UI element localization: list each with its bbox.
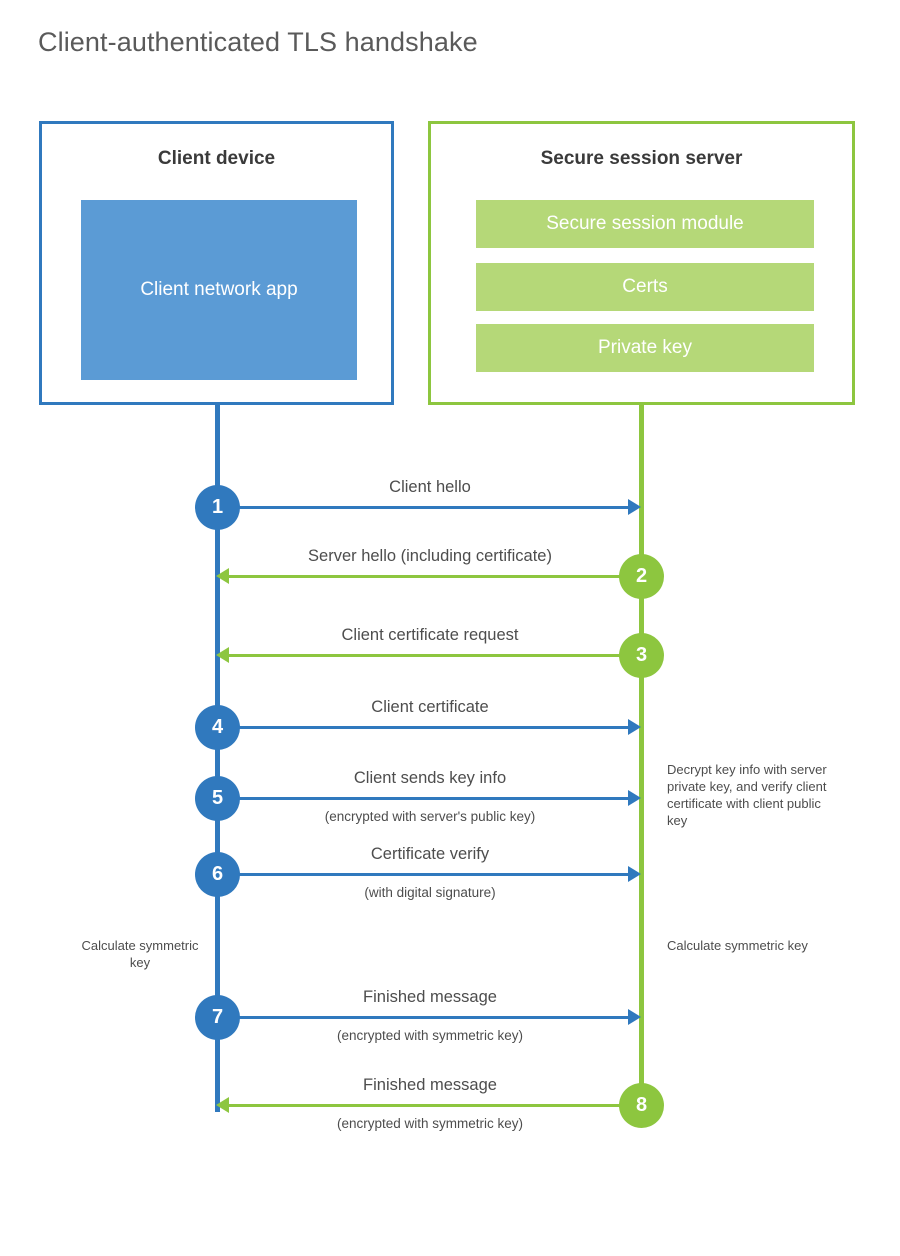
- client-network-app-block: Client network app: [81, 200, 357, 380]
- step-circle-4[interactable]: 4: [195, 705, 240, 750]
- step-circle-8[interactable]: 8: [619, 1083, 664, 1128]
- arrow-head-3: [216, 647, 229, 663]
- arrow-head-8: [216, 1097, 229, 1113]
- arrow-line-5: [217, 797, 630, 800]
- arrow-line-7: [217, 1016, 630, 1019]
- arrow-sublabel-5: (encrypted with server's public key): [324, 809, 536, 824]
- note-calculate-symmetric-key-server: Calculate symmetric key: [667, 938, 808, 953]
- arrow-head-7: [628, 1009, 641, 1025]
- arrow-sublabel-6: (with digital signature): [364, 885, 496, 900]
- step-circle-7[interactable]: 7: [195, 995, 240, 1040]
- secure-session-server-title: Secure session server: [540, 148, 743, 169]
- arrow-label-6: Certificate verify: [370, 845, 490, 863]
- arrow-head-2: [216, 568, 229, 584]
- arrow-label-7: Finished message: [363, 988, 497, 1006]
- arrow-line-6: [217, 873, 630, 876]
- client-device-panel: Client device Client network app: [39, 121, 394, 405]
- arrow-sublabel-8: (encrypted with symmetric key): [336, 1116, 524, 1131]
- server-block-secure-session-module: Secure session module: [476, 200, 814, 248]
- arrow-line-8: [225, 1104, 641, 1107]
- arrow-sublabel-7: (encrypted with symmetric key): [336, 1028, 524, 1043]
- arrow-label-8: Finished message: [363, 1076, 497, 1094]
- step-circle-1[interactable]: 1: [195, 485, 240, 530]
- step-circle-3[interactable]: 3: [619, 633, 664, 678]
- step-circle-5[interactable]: 5: [195, 776, 240, 821]
- page-title: Client-authenticated TLS handshake: [38, 27, 478, 57]
- arrow-line-4: [217, 726, 630, 729]
- arrow-line-3: [225, 654, 641, 657]
- arrow-line-1: [217, 506, 630, 509]
- arrow-label-3: Client certificate request: [341, 626, 519, 644]
- arrow-label-5: Client sends key info: [353, 769, 507, 787]
- secure-session-server-panel: Secure session server Secure session mod…: [428, 121, 855, 405]
- step-circle-2[interactable]: 2: [619, 554, 664, 599]
- server-block-private-key: Private key: [476, 324, 814, 372]
- note-calculate-symmetric-key-client: Calculate symmetric key: [81, 938, 199, 970]
- client-lifeline: [215, 405, 220, 1112]
- arrow-head-4: [628, 719, 641, 735]
- arrow-label-4: Client certificate: [371, 698, 489, 716]
- step-circle-6[interactable]: 6: [195, 852, 240, 897]
- server-lifeline: [639, 405, 644, 1105]
- note-decrypt-key-info: Decrypt key info with server private key…: [667, 762, 827, 828]
- arrow-head-5: [628, 790, 641, 806]
- arrow-head-6: [628, 866, 641, 882]
- client-device-title: Client device: [157, 148, 276, 169]
- arrow-label-1: Client hello: [389, 478, 471, 496]
- arrow-line-2: [225, 575, 641, 578]
- server-block-certs: Certs: [476, 263, 814, 311]
- arrow-label-2: Server hello (including certificate): [308, 547, 552, 565]
- arrow-head-1: [628, 499, 641, 515]
